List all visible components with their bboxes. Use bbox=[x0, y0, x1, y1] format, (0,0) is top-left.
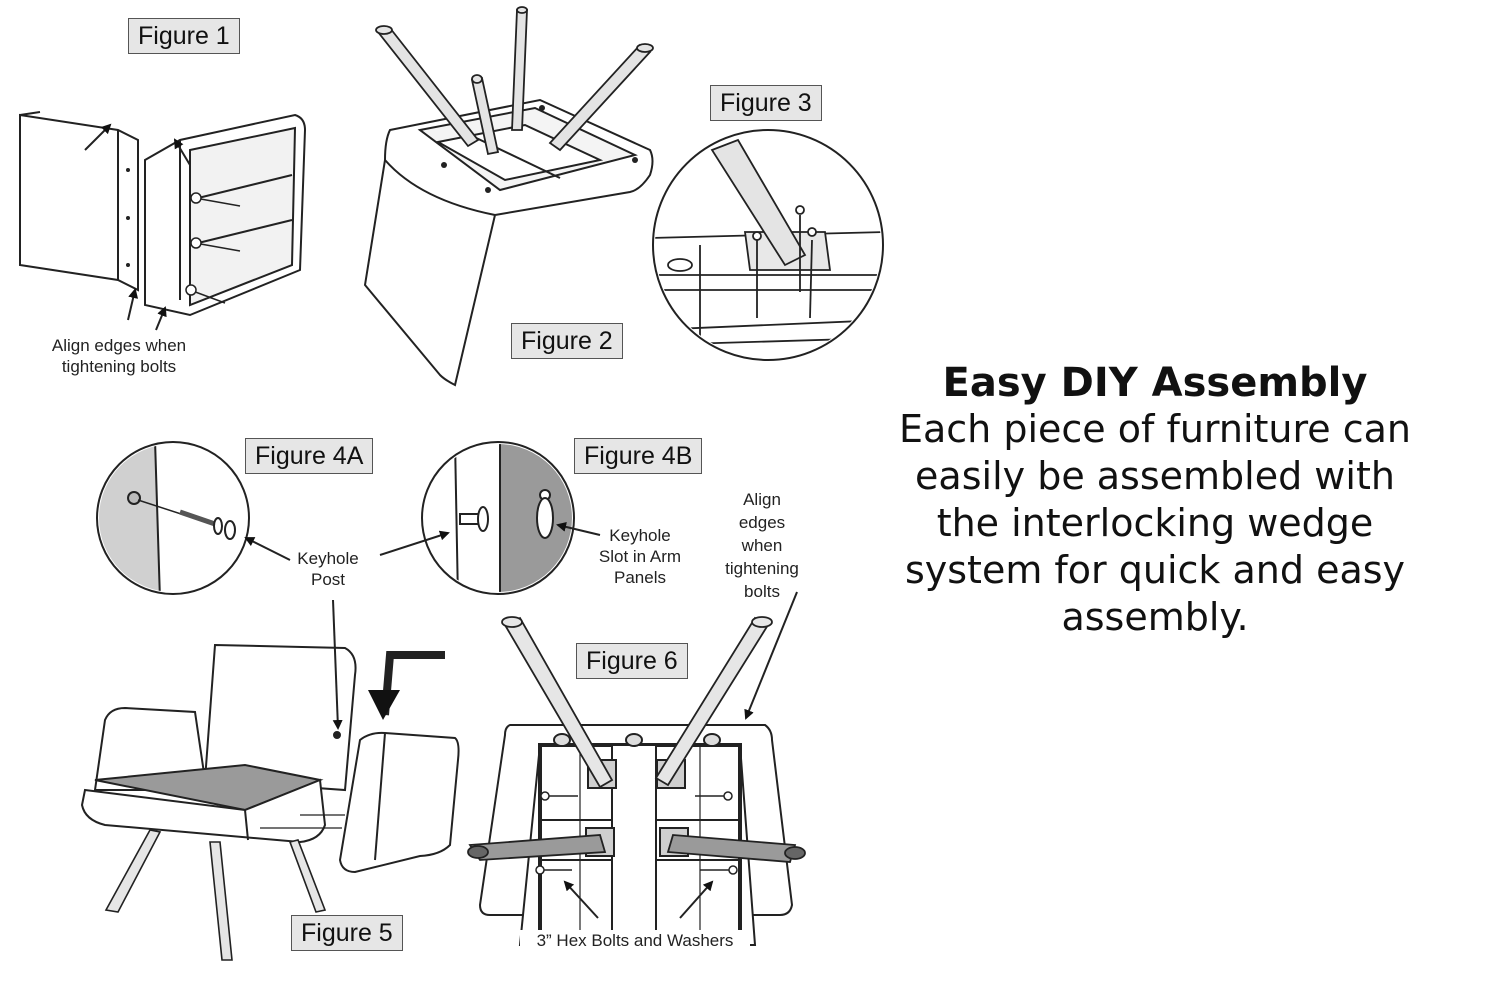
figure-6-label: Figure 6 bbox=[576, 643, 688, 679]
figure-4b-drawing bbox=[379, 441, 601, 595]
keyhole-post-note: Keyhole Post bbox=[288, 548, 368, 590]
note-line: Align bbox=[743, 490, 781, 509]
keyhole-slot-note: Keyhole Slot in Arm Panels bbox=[588, 525, 692, 588]
note-line: Slot in Arm bbox=[598, 547, 682, 566]
note-line: Keyhole bbox=[297, 549, 359, 568]
promo-line: Each piece of furniture can bbox=[898, 407, 1412, 451]
align-edges-note-fig1: Align edges when tightening bolts bbox=[44, 335, 194, 377]
figure-4b-label: Figure 4B bbox=[574, 438, 703, 474]
promo-line: easily be assembled with bbox=[915, 454, 1395, 498]
promo-line: assembly. bbox=[1061, 595, 1249, 639]
promo-block: Easy DIY Assembly Each piece of furnitur… bbox=[860, 360, 1450, 641]
figure-1-drawing bbox=[19, 111, 307, 331]
figure-5-drawing bbox=[80, 599, 460, 961]
hex-bolts-note: 3” Hex Bolts and Washers bbox=[520, 930, 750, 951]
note-line: bolts bbox=[744, 582, 780, 601]
note-line: Post bbox=[310, 570, 346, 589]
note-line: tightening bbox=[725, 559, 799, 578]
note-line: when bbox=[741, 536, 783, 555]
align-edges-note-fig6: Align edges when tightening bolts bbox=[712, 488, 812, 603]
figure-5-label: Figure 5 bbox=[291, 915, 403, 951]
figure-4a-drawing bbox=[96, 441, 291, 595]
note-line: Panels bbox=[614, 568, 666, 587]
figure-2-drawing bbox=[363, 6, 654, 387]
note-line: Align edges when bbox=[51, 336, 187, 355]
figure-2-label: Figure 2 bbox=[511, 323, 623, 359]
figure-6-drawing bbox=[467, 591, 806, 947]
figure-1-label: Figure 1 bbox=[128, 18, 240, 54]
note-line: edges bbox=[738, 513, 786, 532]
note-line: Keyhole bbox=[609, 526, 671, 545]
figure-3-label: Figure 3 bbox=[710, 85, 822, 121]
figure-4a-label: Figure 4A bbox=[245, 438, 374, 474]
note-line: tightening bolts bbox=[61, 357, 177, 376]
figure-3-drawing bbox=[652, 129, 884, 361]
promo-line: the interlocking wedge bbox=[936, 501, 1374, 545]
promo-line: system for quick and easy bbox=[904, 548, 1406, 592]
promo-title: Easy DIY Assembly bbox=[942, 360, 1368, 406]
